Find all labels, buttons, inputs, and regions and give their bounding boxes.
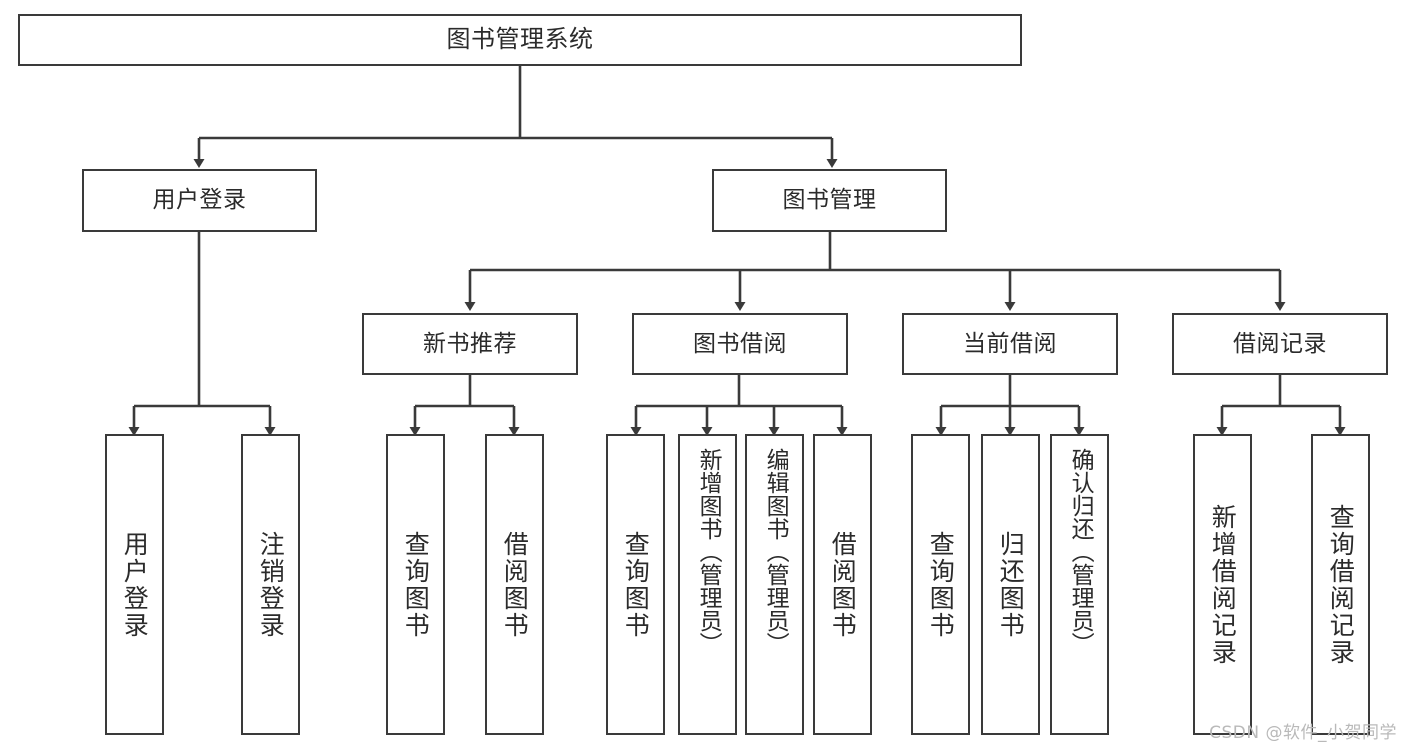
node-label: 借阅图书: [828, 530, 858, 639]
leaf-current-query-book[interactable]: 查询图书: [911, 434, 970, 735]
node-label: 借阅记录: [1233, 330, 1327, 357]
node-label: 新增图书（管理员）: [695, 448, 722, 655]
node-borrow-record[interactable]: 借阅记录: [1172, 313, 1388, 375]
node-current-borrow[interactable]: 当前借阅: [902, 313, 1118, 375]
watermark: CSDN @软件_小贺同学: [1209, 723, 1397, 743]
node-root-system[interactable]: 图书管理系统: [18, 14, 1022, 66]
node-label: 注销登录: [256, 530, 286, 639]
node-label: 查询图书: [926, 530, 956, 639]
node-label: 查询图书: [401, 530, 431, 639]
leaf-borrow-add-book-admin[interactable]: 新增图书（管理员）: [678, 434, 737, 735]
node-label: 查询图书: [621, 530, 651, 639]
node-label: 图书管理系统: [446, 25, 594, 54]
node-user-login[interactable]: 用户登录: [82, 169, 317, 232]
leaf-record-add-record[interactable]: 新增借阅记录: [1193, 434, 1252, 735]
node-label: 新书推荐: [423, 330, 517, 357]
leaf-user-logout[interactable]: 注销登录: [241, 434, 300, 735]
leaf-record-query-record[interactable]: 查询借阅记录: [1311, 434, 1370, 735]
node-label: 新增借阅记录: [1208, 503, 1238, 666]
node-book-borrow[interactable]: 图书借阅: [632, 313, 848, 375]
node-label: 确认归还（管理员）: [1067, 448, 1094, 655]
leaf-recommend-query-book[interactable]: 查询图书: [386, 434, 445, 735]
leaf-current-return-book[interactable]: 归还图书: [981, 434, 1040, 735]
leaf-borrow-borrow-book[interactable]: 借阅图书: [813, 434, 872, 735]
leaf-current-confirm-return-admin[interactable]: 确认归还（管理员）: [1050, 434, 1109, 735]
node-label: 图书借阅: [693, 330, 787, 357]
node-label: 用户登录: [120, 530, 150, 639]
node-label: 图书管理: [782, 187, 877, 214]
node-label: 借阅图书: [500, 530, 530, 639]
node-book-management[interactable]: 图书管理: [712, 169, 947, 232]
leaf-borrow-query-book[interactable]: 查询图书: [606, 434, 665, 735]
node-label: 编辑图书（管理员）: [762, 448, 789, 655]
leaf-user-login[interactable]: 用户登录: [105, 434, 164, 735]
leaf-borrow-edit-book-admin[interactable]: 编辑图书（管理员）: [745, 434, 804, 735]
node-label: 当前借阅: [963, 330, 1057, 357]
node-new-book-recommend[interactable]: 新书推荐: [362, 313, 578, 375]
node-label: 查询借阅记录: [1326, 503, 1356, 666]
node-label: 归还图书: [996, 530, 1026, 639]
leaf-recommend-borrow-book[interactable]: 借阅图书: [485, 434, 544, 735]
node-label: 用户登录: [152, 187, 247, 214]
